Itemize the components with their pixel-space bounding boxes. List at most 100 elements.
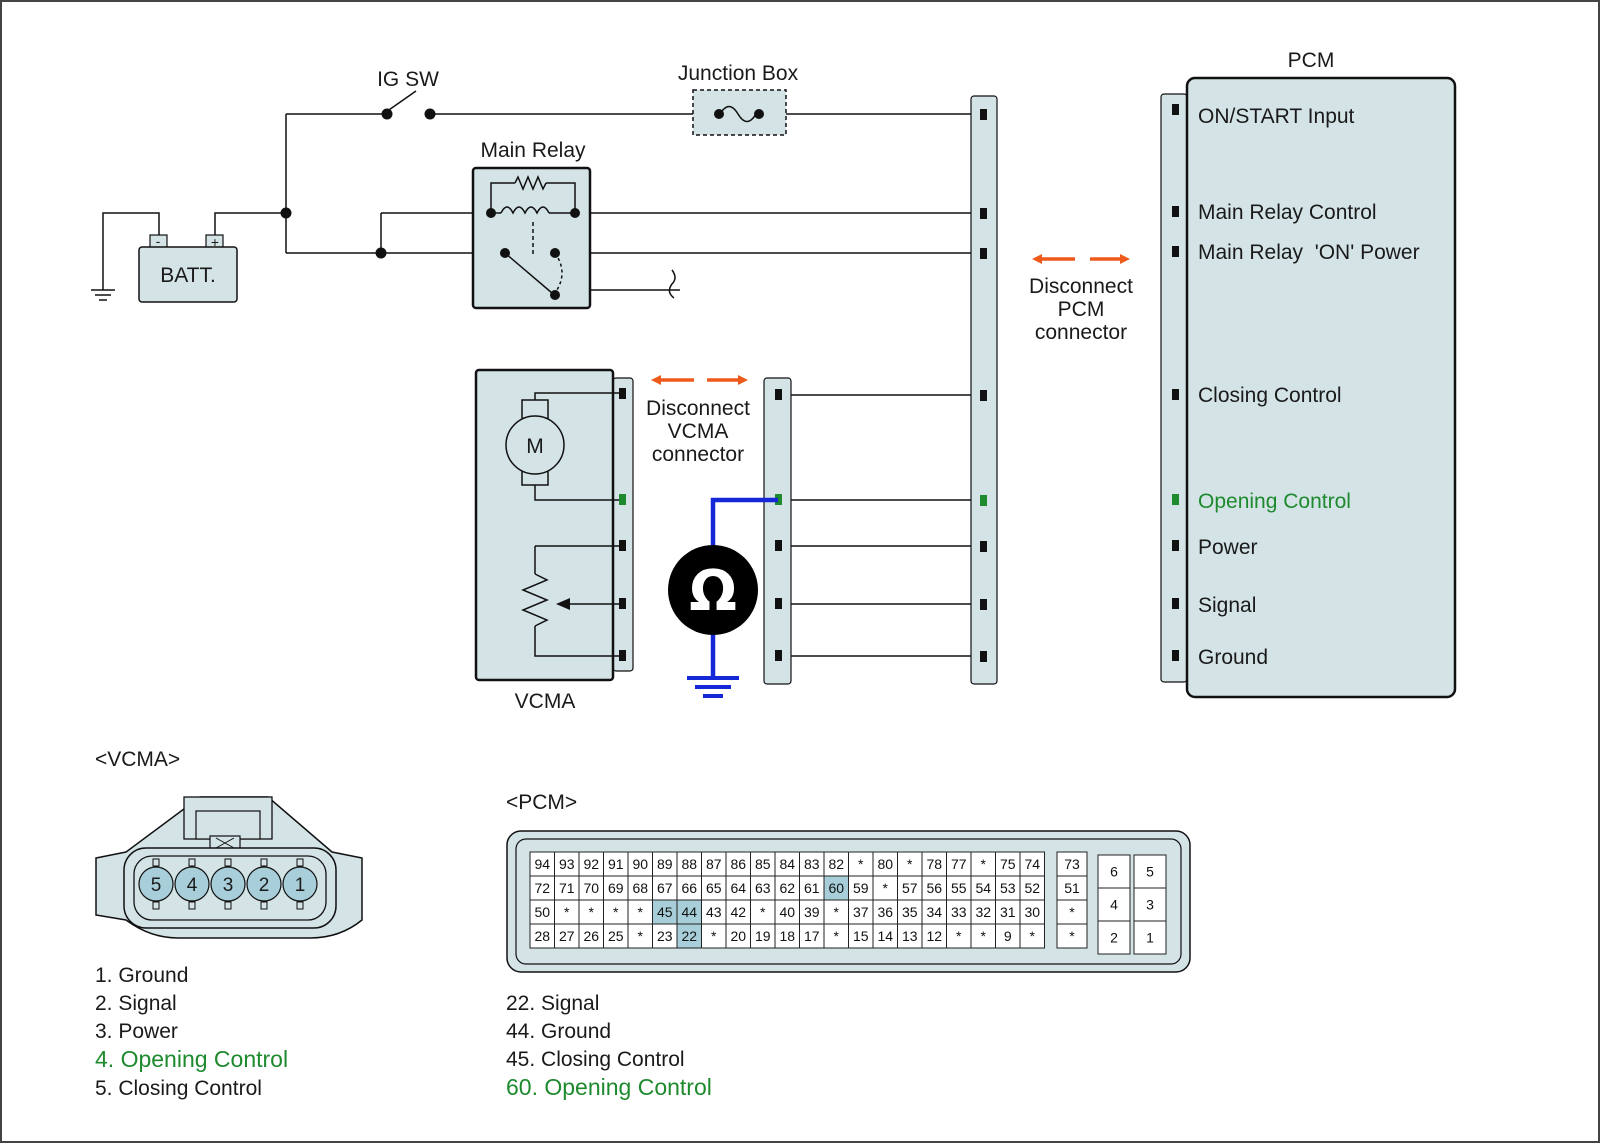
pcm-pin: * <box>981 856 987 872</box>
pcm-pin-cell <box>995 851 1021 877</box>
pcm-pin-cell <box>750 899 776 925</box>
pcm-pin-cell <box>554 923 580 949</box>
pcm-pin-cell <box>676 923 702 949</box>
pcm-pin: 82 <box>828 856 844 872</box>
pcm-pin: 25 <box>608 928 624 944</box>
disconnect-pcm-line3: connector <box>1035 321 1127 344</box>
pcm-pin: 66 <box>681 880 697 896</box>
relay-contacts <box>486 208 580 300</box>
ohm-symbol-icon: Ω <box>689 559 737 624</box>
vcma-pin-2: 2 <box>259 875 270 896</box>
pcm-legend-item-highlight: 60. Opening Control <box>506 1074 712 1100</box>
vcma-pin-legend: 1. Ground 2. Signal 3. Power 4. Opening … <box>95 964 288 1100</box>
vcma-connector-strip <box>612 377 634 672</box>
pcm-pin-cell <box>774 923 800 949</box>
pcm-pin: 69 <box>608 880 624 896</box>
ig-sw-label: IG SW <box>377 68 439 91</box>
pcm-pin-cell <box>627 875 653 901</box>
pcm-pin-cell <box>652 875 678 901</box>
pcm-pin: 26 <box>583 928 599 944</box>
pcm-pin-cell <box>603 875 629 901</box>
pcm-terminal-ground: Ground <box>1198 646 1268 669</box>
pcm-pin: 40 <box>779 904 795 920</box>
pcm-pin: * <box>956 928 962 944</box>
pcm-pin: 63 <box>755 880 771 896</box>
disconnect-vcma-line1: Disconnect <box>646 397 750 420</box>
pcm-connector-title: <PCM> <box>506 791 577 814</box>
pcm-pin: 39 <box>804 904 820 920</box>
ohmmeter: Ω <box>668 497 778 698</box>
vcma-legend-item: 3. Power <box>95 1020 178 1043</box>
vcma-pin-3: 3 <box>223 875 234 896</box>
pcm-pin-cell <box>1019 875 1045 901</box>
pcm-pin: * <box>1030 928 1036 944</box>
pcm-pin: 77 <box>951 856 967 872</box>
pcm-pin: 70 <box>583 880 599 896</box>
pcm-pin: 90 <box>632 856 648 872</box>
pcm-pin: 64 <box>730 880 746 896</box>
pcm-pin-cell <box>529 875 555 901</box>
pcm-pin: 84 <box>779 856 795 872</box>
pcm-pin: 33 <box>951 904 967 920</box>
pcm-small-pin-cell <box>1133 887 1167 922</box>
pcm-pin: * <box>564 904 570 920</box>
pcm-small-pin: 3 <box>1146 897 1154 913</box>
pcm-pin-cell <box>921 923 947 949</box>
pcm-pin: 15 <box>853 928 869 944</box>
pcm-pin-cell <box>872 875 898 901</box>
pcm-pin: * <box>613 904 619 920</box>
main-relay-label: Main Relay <box>480 139 586 162</box>
pcm-pin-cell <box>774 899 800 925</box>
pcm-pin: 65 <box>706 880 722 896</box>
pcm-label: PCM <box>1288 49 1335 72</box>
pcm-pin: * <box>834 904 840 920</box>
pcm-pin: 34 <box>926 904 942 920</box>
pcm-pin: 19 <box>755 928 771 944</box>
pcm-strip-pins <box>1172 104 1179 661</box>
potentiometer-wiper-arrow <box>556 598 570 610</box>
pcm-small-pin: 1 <box>1146 930 1154 946</box>
pcm-pin-cell <box>554 851 580 877</box>
vcma-pin-1: 1 <box>295 875 306 896</box>
battery-plus-label: + <box>211 234 219 250</box>
pcm-pin: 56 <box>926 880 942 896</box>
pcm-pin-cell <box>970 899 996 925</box>
motor-icon: M <box>505 399 565 486</box>
pcm-terminal-power: Power <box>1198 536 1258 559</box>
pcm-side-pin: * <box>1069 928 1075 944</box>
pcm-pin-cell <box>897 851 923 877</box>
pcm-pin: 17 <box>804 928 820 944</box>
pcm-pin: 55 <box>951 880 967 896</box>
disconnect-vcma-line3: connector <box>652 443 744 466</box>
pcm-pin: 94 <box>534 856 550 872</box>
pcm-pin: 72 <box>534 880 550 896</box>
pcm-pin: 13 <box>902 928 918 944</box>
pcm-small-pin: 5 <box>1146 864 1154 880</box>
junction-box-label: Junction Box <box>678 62 799 85</box>
pcm-pin: 42 <box>730 904 746 920</box>
pcm-pin: * <box>907 856 913 872</box>
pcm-pin-cell <box>1019 851 1045 877</box>
pcm-unit <box>1185 76 1457 699</box>
pcm-pin: * <box>638 928 644 944</box>
vcma-label: VCMA <box>515 690 576 713</box>
pcm-pin-cell <box>774 851 800 877</box>
pcm-pin: 83 <box>804 856 820 872</box>
pcm-pin: 18 <box>779 928 795 944</box>
motor-label: M <box>526 435 544 458</box>
pcm-pin-cell <box>652 851 678 877</box>
pcm-pin: 92 <box>583 856 599 872</box>
vcma-legend-item: 2. Signal <box>95 992 177 1015</box>
pcm-pin: 28 <box>534 928 550 944</box>
pcm-pin-cell <box>1019 899 1045 925</box>
pcm-harness-pins <box>980 109 987 662</box>
pcm-pin: 61 <box>804 880 820 896</box>
pcm-terminal-labels: ON/START Input Main Relay Control Main R… <box>1198 105 1420 669</box>
pcm-pin: 43 <box>706 904 722 920</box>
pcm-pin: 59 <box>853 880 869 896</box>
pcm-pin: 54 <box>975 880 991 896</box>
pcm-pin: * <box>638 904 644 920</box>
pcm-pin: 71 <box>559 880 575 896</box>
pcm-pin: * <box>981 928 987 944</box>
